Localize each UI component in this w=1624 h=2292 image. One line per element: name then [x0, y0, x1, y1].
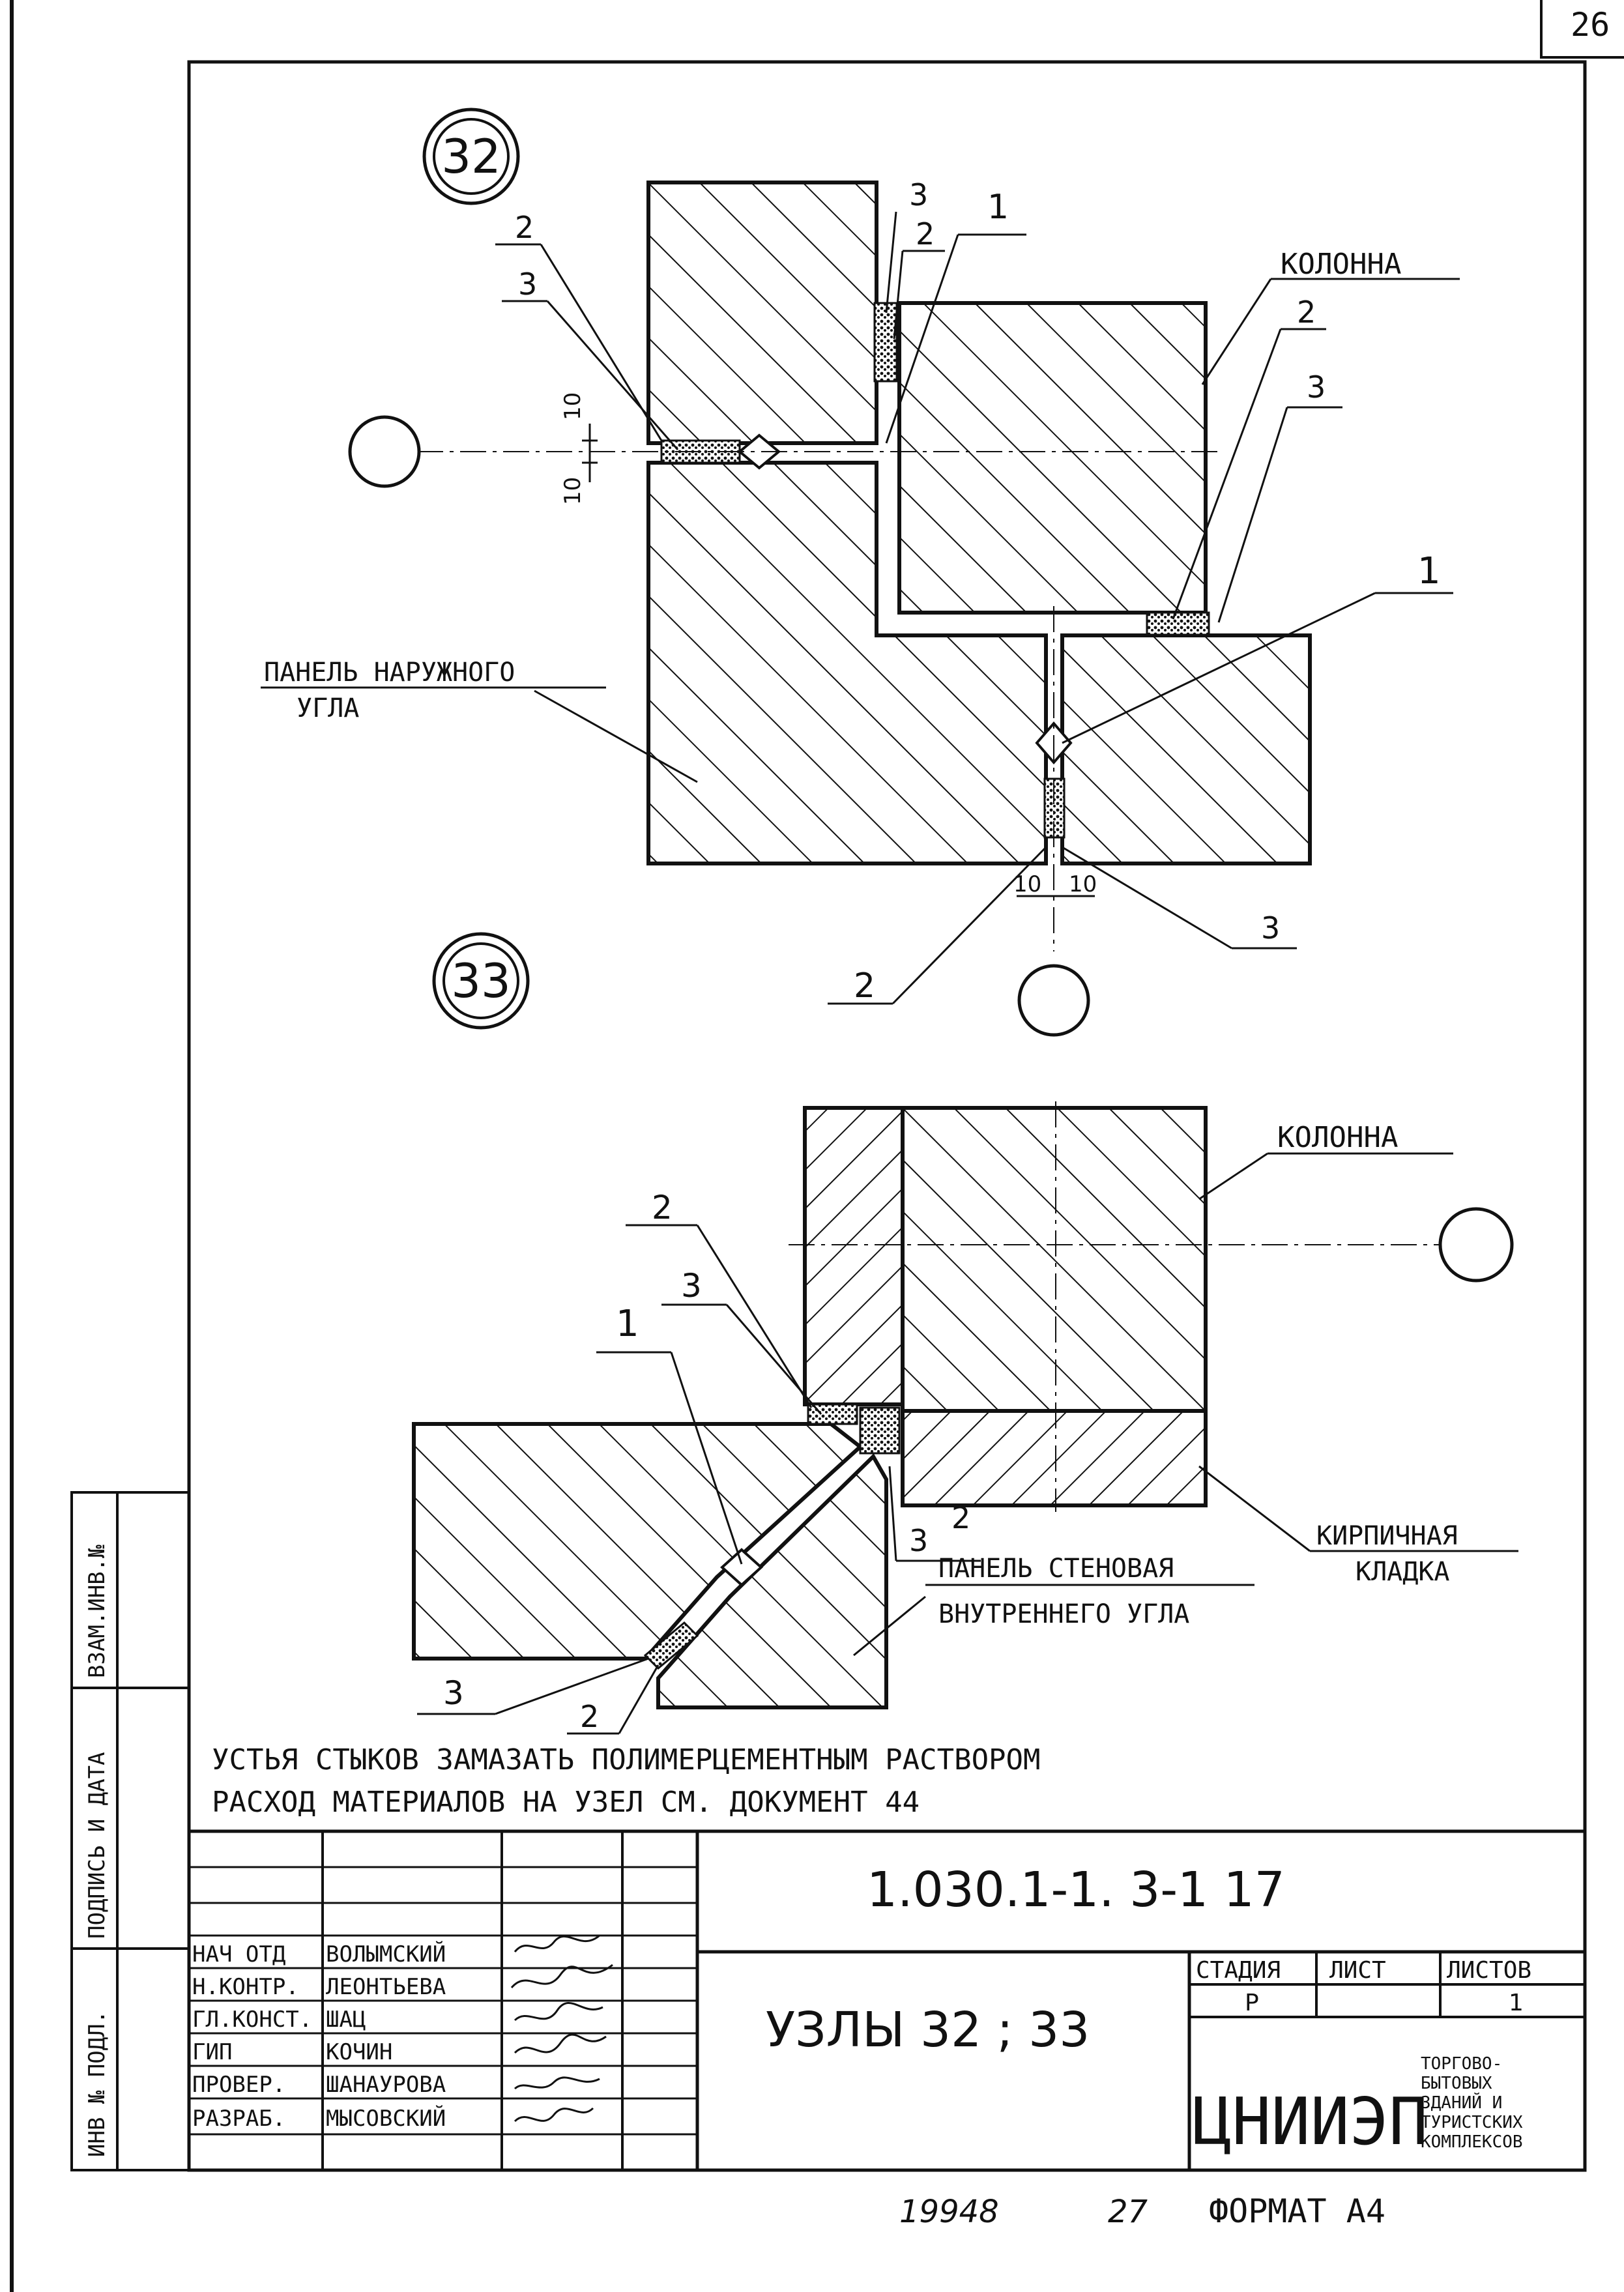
callout-3-left: 3 [518, 267, 537, 302]
inner-frame [187, 60, 1587, 2172]
callout-3-bottom: 3 [1261, 910, 1280, 946]
org-desc-2: ЗДАНИЙ И [1421, 2092, 1502, 2113]
footer-inv-number: 19948 [899, 2194, 999, 2230]
stamp-inv-podl: ИНВ № ПОДЛ. [84, 2010, 110, 2157]
note-line-2: РАСХОД МАТЕРИАЛОВ НА УЗЕЛ СМ. ДОКУМЕНТ 4… [212, 1786, 920, 1819]
callout-3-lower: 3 [443, 1674, 464, 1712]
node-32-number: 32 [441, 129, 501, 184]
callout-3-upper: 3 [681, 1267, 702, 1305]
axis-bubble-32-bottom [1017, 964, 1090, 1037]
note-line-1: УСТЬЯ СТЫКОВ ЗАМАЗАТЬ ПОЛИМЕРЦЕМЕНТНЫМ Р… [212, 1743, 1041, 1777]
callout-3-top: 3 [909, 177, 928, 212]
column-33 [901, 1106, 1208, 1413]
stamp-signature-date: ПОДПИСЬ И ДАТА [84, 1752, 110, 1939]
sheets-header: ЛИСТОВ [1447, 1957, 1531, 1984]
brick-masonry [901, 1409, 1208, 1507]
role-2: ГЛ.КОНСТ. [192, 2007, 312, 2033]
dim-10-upper: 10 [560, 392, 586, 420]
outer-panel-label-line2: УГЛА [297, 693, 359, 723]
callout-3-mid: 3 [909, 1523, 928, 1558]
callout-2-lower: 2 [580, 1699, 599, 1734]
callout-2-bottom: 2 [854, 966, 875, 1006]
callout-1-right: 1 [1417, 550, 1441, 592]
page-corner-number: 26 [1571, 6, 1610, 44]
role-3: ГИП [192, 2039, 232, 2065]
axis-bubble-32-left [348, 415, 421, 488]
role-0: НАЧ ОТД [192, 1941, 285, 1967]
org-desc-3: ТУРИСТСКИХ [1421, 2113, 1523, 2132]
org-desc-0: ТОРГОВО- [1421, 2054, 1502, 2074]
outer-panel-label-line1: ПАНЕЛЬ НАРУЖНОГО [264, 658, 515, 688]
drawing-title: УЗЛЫ 32 ; 33 [766, 2002, 1090, 2058]
node-32: 32 10 10 10 10 2 3 [261, 108, 1460, 1037]
brick-label-line2: КЛАДКА [1356, 1557, 1450, 1587]
name-2: ШАЦ [326, 2007, 366, 2033]
callout-1: 1 [616, 1303, 639, 1345]
inner-panel-label-line2: ВНУТРЕННЕГО УГЛА [938, 1599, 1189, 1629]
callout-3-right: 3 [1307, 370, 1326, 405]
wall-panel-right [1060, 633, 1312, 865]
stage-value: Р [1245, 1990, 1259, 2016]
role-5: РАЗРАБ. [192, 2106, 285, 2132]
org-desc-4: КОМПЛЕКСОВ [1421, 2132, 1523, 2152]
brick-label-line1: КИРПИЧНАЯ [1316, 1521, 1458, 1551]
inner-panel-label-line1: ПАНЕЛЬ СТЕНОВАЯ [938, 1554, 1174, 1584]
document-code: 1.030.1-1. 3-1 17 [867, 1862, 1285, 1918]
axis-bubble-33-right [1438, 1207, 1514, 1283]
column-32 [897, 301, 1208, 615]
dim-10-bottom-right: 10 [1069, 871, 1097, 897]
sheets-value: 1 [1509, 1990, 1524, 2016]
name-3: КОЧИН [326, 2039, 392, 2065]
name-4: ШАНАУРОВА [326, 2072, 446, 2098]
callout-2-upper: 2 [652, 1189, 673, 1226]
role-1: Н.КОНТР. [192, 1974, 299, 2000]
signatures [510, 1934, 613, 2123]
inner-panel-right [656, 1453, 888, 1709]
title-block: НАЧ ОТД ВОЛЫМСКИЙ Н.КОНТР. ЛЕОНТЬЕВА ГЛ.… [189, 1829, 1585, 2170]
outer-panel-upper [646, 181, 878, 445]
node-33-number: 33 [451, 953, 511, 1008]
callout-2-right: 2 [1297, 295, 1316, 330]
name-0: ВОЛЫМСКИЙ [326, 1941, 446, 1967]
stage-header: СТАДИЯ [1196, 1957, 1281, 1984]
footer-format: ФОРМАТ А4 [1209, 2192, 1385, 2230]
outer-corner-panel [646, 461, 1048, 865]
footer-page: 27 [1108, 2194, 1148, 2230]
node-33: 33 КОЛОННА 2 3 1 3 2 КИРПИЧНАЯ [412, 932, 1518, 1735]
name-5: МЫСОВСКИЙ [326, 2105, 446, 2132]
dim-10-lower: 10 [560, 477, 586, 505]
side-stamp: ИНВ № ПОДЛ. ПОДПИСЬ И ДАТА ВЗАМ.ИНВ.№ [70, 1491, 190, 2171]
org-logo: ЦНИИЭП [1193, 2083, 1428, 2160]
callout-2-left: 2 [515, 210, 534, 245]
role-4: ПРОВЕР. [192, 2072, 285, 2098]
stamp-vzam-inv: ВЗАМ.ИНВ.№ [84, 1545, 110, 1678]
sheet-header: ЛИСТ [1329, 1957, 1386, 1984]
callout-1-top: 1 [987, 188, 1009, 227]
org-desc-1: БЫТОВЫХ [1421, 2074, 1492, 2093]
column-label-32: КОЛОННА [1281, 248, 1401, 281]
brick-strip-upper [803, 1106, 905, 1406]
callout-2-mid: 2 [951, 1500, 970, 1535]
callout-2-top: 2 [916, 216, 935, 252]
name-1: ЛЕОНТЬЕВА [326, 1974, 446, 2000]
column-label-33: КОЛОННА [1277, 1121, 1398, 1154]
